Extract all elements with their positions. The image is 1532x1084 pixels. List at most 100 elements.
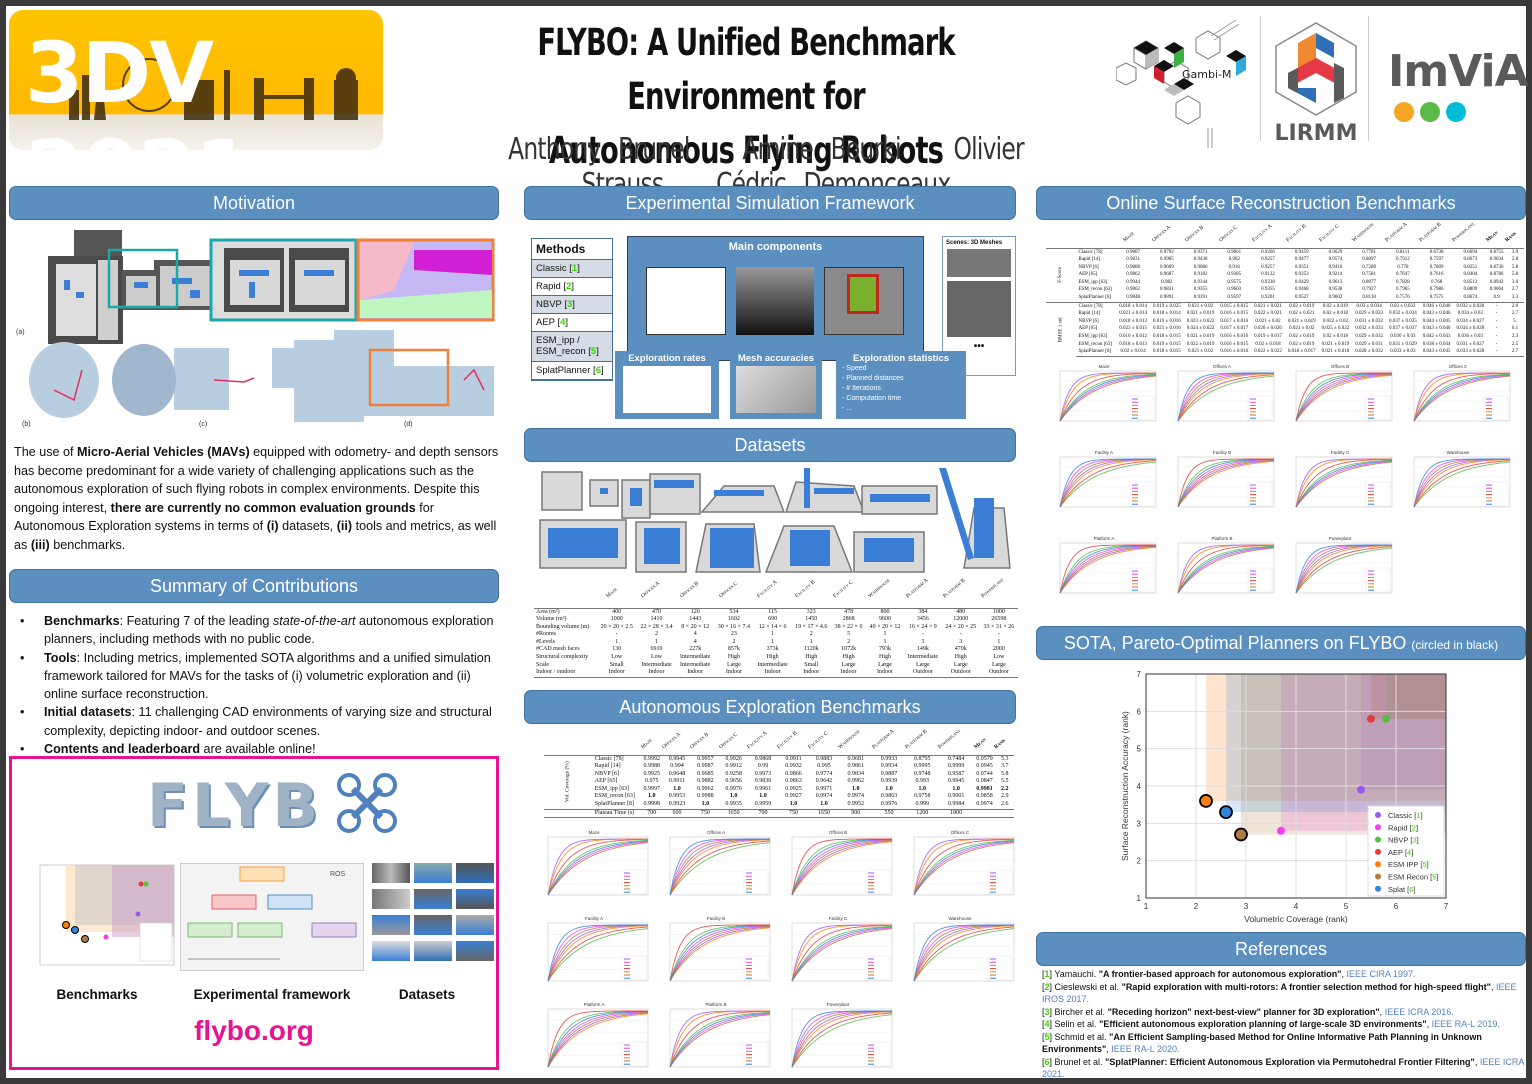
table-cell: 384 <box>904 607 942 617</box>
svg-text:Facility B: Facility B <box>1213 450 1231 455</box>
table-cell: Intermediate <box>680 654 711 661</box>
table-cell: 0.019 ± 0.017 <box>1254 334 1282 340</box>
table-cell: Indoor <box>636 669 677 678</box>
drone-icon <box>337 773 397 833</box>
table-cell: 1450 <box>805 616 818 623</box>
reference-venue-link[interactable]: IEEE CIRA 1997. <box>1346 969 1416 979</box>
table-cell: 0.9132 <box>1261 272 1275 278</box>
table-cell: 3.6 <box>1511 279 1519 285</box>
table-cell: Intermediate <box>907 654 939 661</box>
table-cell: 0.9883 <box>808 754 840 764</box>
table-cell: 0.9848 <box>1126 295 1140 301</box>
reference-venue-link[interactable]: IEEE RA-L 2019. <box>1431 1019 1500 1029</box>
table-cell: 20 × 20 × 2.5 <box>600 623 633 630</box>
table-cell: Large <box>841 661 856 668</box>
table-cell: 3.3 <box>1511 295 1519 301</box>
svg-text:Platform A: Platform A <box>1094 536 1115 541</box>
row-label: Rapid [14] <box>1078 257 1101 263</box>
table-cell: 0.9988 <box>697 793 714 800</box>
table-cell: 5 <box>847 631 851 638</box>
table-cell: 0.016 ± 0.016 <box>1220 334 1249 340</box>
flybo-promo-box: FLYB ROS <box>9 756 499 1070</box>
table-cell: 0.031 ± 0.027 <box>1456 341 1485 347</box>
table-cell: 800 <box>865 607 905 617</box>
table-cell: 0.02 ± 0.019 <box>1289 341 1315 347</box>
reference-venue-link[interactable]: IEEE IROS 2017. <box>1042 981 1517 1005</box>
table-cell: High <box>954 654 967 661</box>
table-cell: Large <box>953 661 968 668</box>
svg-text:Offices C: Offices C <box>1449 364 1468 369</box>
table-cell: 0.018 ± 0.017 <box>1284 348 1319 357</box>
table-cell: - <box>1495 311 1498 317</box>
table-cell: 0.03 ± 0.034 <box>1352 301 1387 311</box>
table-cell: 227k <box>689 646 702 653</box>
reference-venue-link[interactable]: IEEE ICRA 2016. <box>1384 1006 1454 1017</box>
table-cell: 0.021 ± 0.016 <box>1152 326 1181 332</box>
svg-text:Classic [1]: Classic [1] <box>1388 811 1423 820</box>
table-cell: 0.031 ± 0.032 <box>1355 318 1384 324</box>
methods-list: Methods Classic [1] Rapid [2] NBVP [3] A… <box>531 238 613 381</box>
motivation-illustration: (a) (b) (c) (d) <box>16 230 495 428</box>
table-cell: 0.8673 <box>1463 257 1478 263</box>
table-cell: 0.044 ± 0.045 <box>1422 318 1451 324</box>
table-cell: 0.9905 <box>1159 257 1174 263</box>
table-cell: 0.9629 <box>1318 247 1353 257</box>
flybo-url-link[interactable]: flybo.org <box>194 1015 314 1046</box>
table-cell: 1.0 <box>789 801 798 808</box>
table-cell: 30 × 16 × 7.4 <box>717 623 751 630</box>
table-cell: Indoor <box>596 669 637 678</box>
row-label: Classic [78] <box>1076 301 1117 311</box>
mesh-accuracies-box: Mesh accuracies <box>730 351 822 419</box>
scene-thumb <box>947 281 1011 337</box>
table-cell: 0.7575 <box>1429 295 1444 301</box>
table-cell: 0.015 ± 0.015 <box>1217 301 1252 311</box>
contribution-item: Tools: Including metrics, implemented SO… <box>14 649 499 704</box>
figure-label: (b) <box>22 421 31 428</box>
table-cell: High <box>879 654 892 661</box>
svg-text:Maze: Maze <box>1098 364 1110 369</box>
table-cell: 0.018 ± 0.014 <box>1152 311 1181 317</box>
table-cell: 6.1 <box>1511 326 1519 332</box>
datasets-renders <box>534 468 1014 580</box>
table-cell: 0.8251 <box>1463 264 1478 270</box>
table-cell: 0.018 ± 0.015 <box>1149 348 1184 357</box>
table-cell: High <box>727 654 740 661</box>
table-cell: 8 × 20 × 12 <box>681 623 710 630</box>
contribution-item: Benchmarks: Featuring 7 of the leading s… <box>14 612 499 649</box>
table-cell: - <box>1495 334 1498 340</box>
svg-text:7: 7 <box>1444 902 1449 911</box>
table-cell: 0.9962 <box>697 785 714 792</box>
table-cell: 0.6694 <box>1453 247 1488 257</box>
reference-venue-link[interactable]: IEEE ICRA 2021. <box>1042 1056 1524 1080</box>
table-cell: 0.037 ± 0.035 <box>1389 318 1417 324</box>
table-cell: 0.7576 <box>1396 295 1410 301</box>
table-cell: 0.021 ± 0.019 <box>1186 311 1215 317</box>
table-cell: 0.9925 <box>785 785 802 792</box>
row-label: AEP [65] <box>1078 272 1098 278</box>
svg-text:2: 2 <box>1137 857 1142 866</box>
table-cell: 0.9863 <box>785 778 802 785</box>
rates-plot-thumb <box>623 366 711 413</box>
line-plot: Offices B <box>791 830 893 896</box>
poster-title: FLYBO: A Unified Benchmark Environment f… <box>451 16 1041 178</box>
dataset-thumb <box>414 863 452 883</box>
table-cell: 0.993 <box>915 778 930 785</box>
table-cell: 0.9687 <box>1159 272 1174 278</box>
table-cell: 1602 <box>727 616 740 623</box>
conference-name: 3DV 2021 <box>25 24 253 150</box>
exploration-rates-box: Exploration rates <box>615 351 719 419</box>
table-cell: 0.017 ± 0.017 <box>1220 326 1249 332</box>
table-cell: Intermediate <box>680 661 711 668</box>
table-cell: 0.9934 <box>880 763 898 770</box>
references-list: [1] Yamauchi. "A frontier-based approach… <box>1042 968 1526 1081</box>
table-cell: - <box>921 631 924 638</box>
table-cell: 0.043 ± 0.045 <box>1419 348 1454 357</box>
table-cell: 0.034 ± 0.027 <box>1456 318 1485 324</box>
author: Amine Bourki <box>742 132 901 167</box>
table-cell: Low <box>993 654 1005 661</box>
reference-venue-link[interactable]: IEEE RA-L 2020. <box>1111 1044 1180 1054</box>
table-cell: 0.9882 <box>697 778 714 785</box>
svg-text:Facility A: Facility A <box>585 916 603 921</box>
